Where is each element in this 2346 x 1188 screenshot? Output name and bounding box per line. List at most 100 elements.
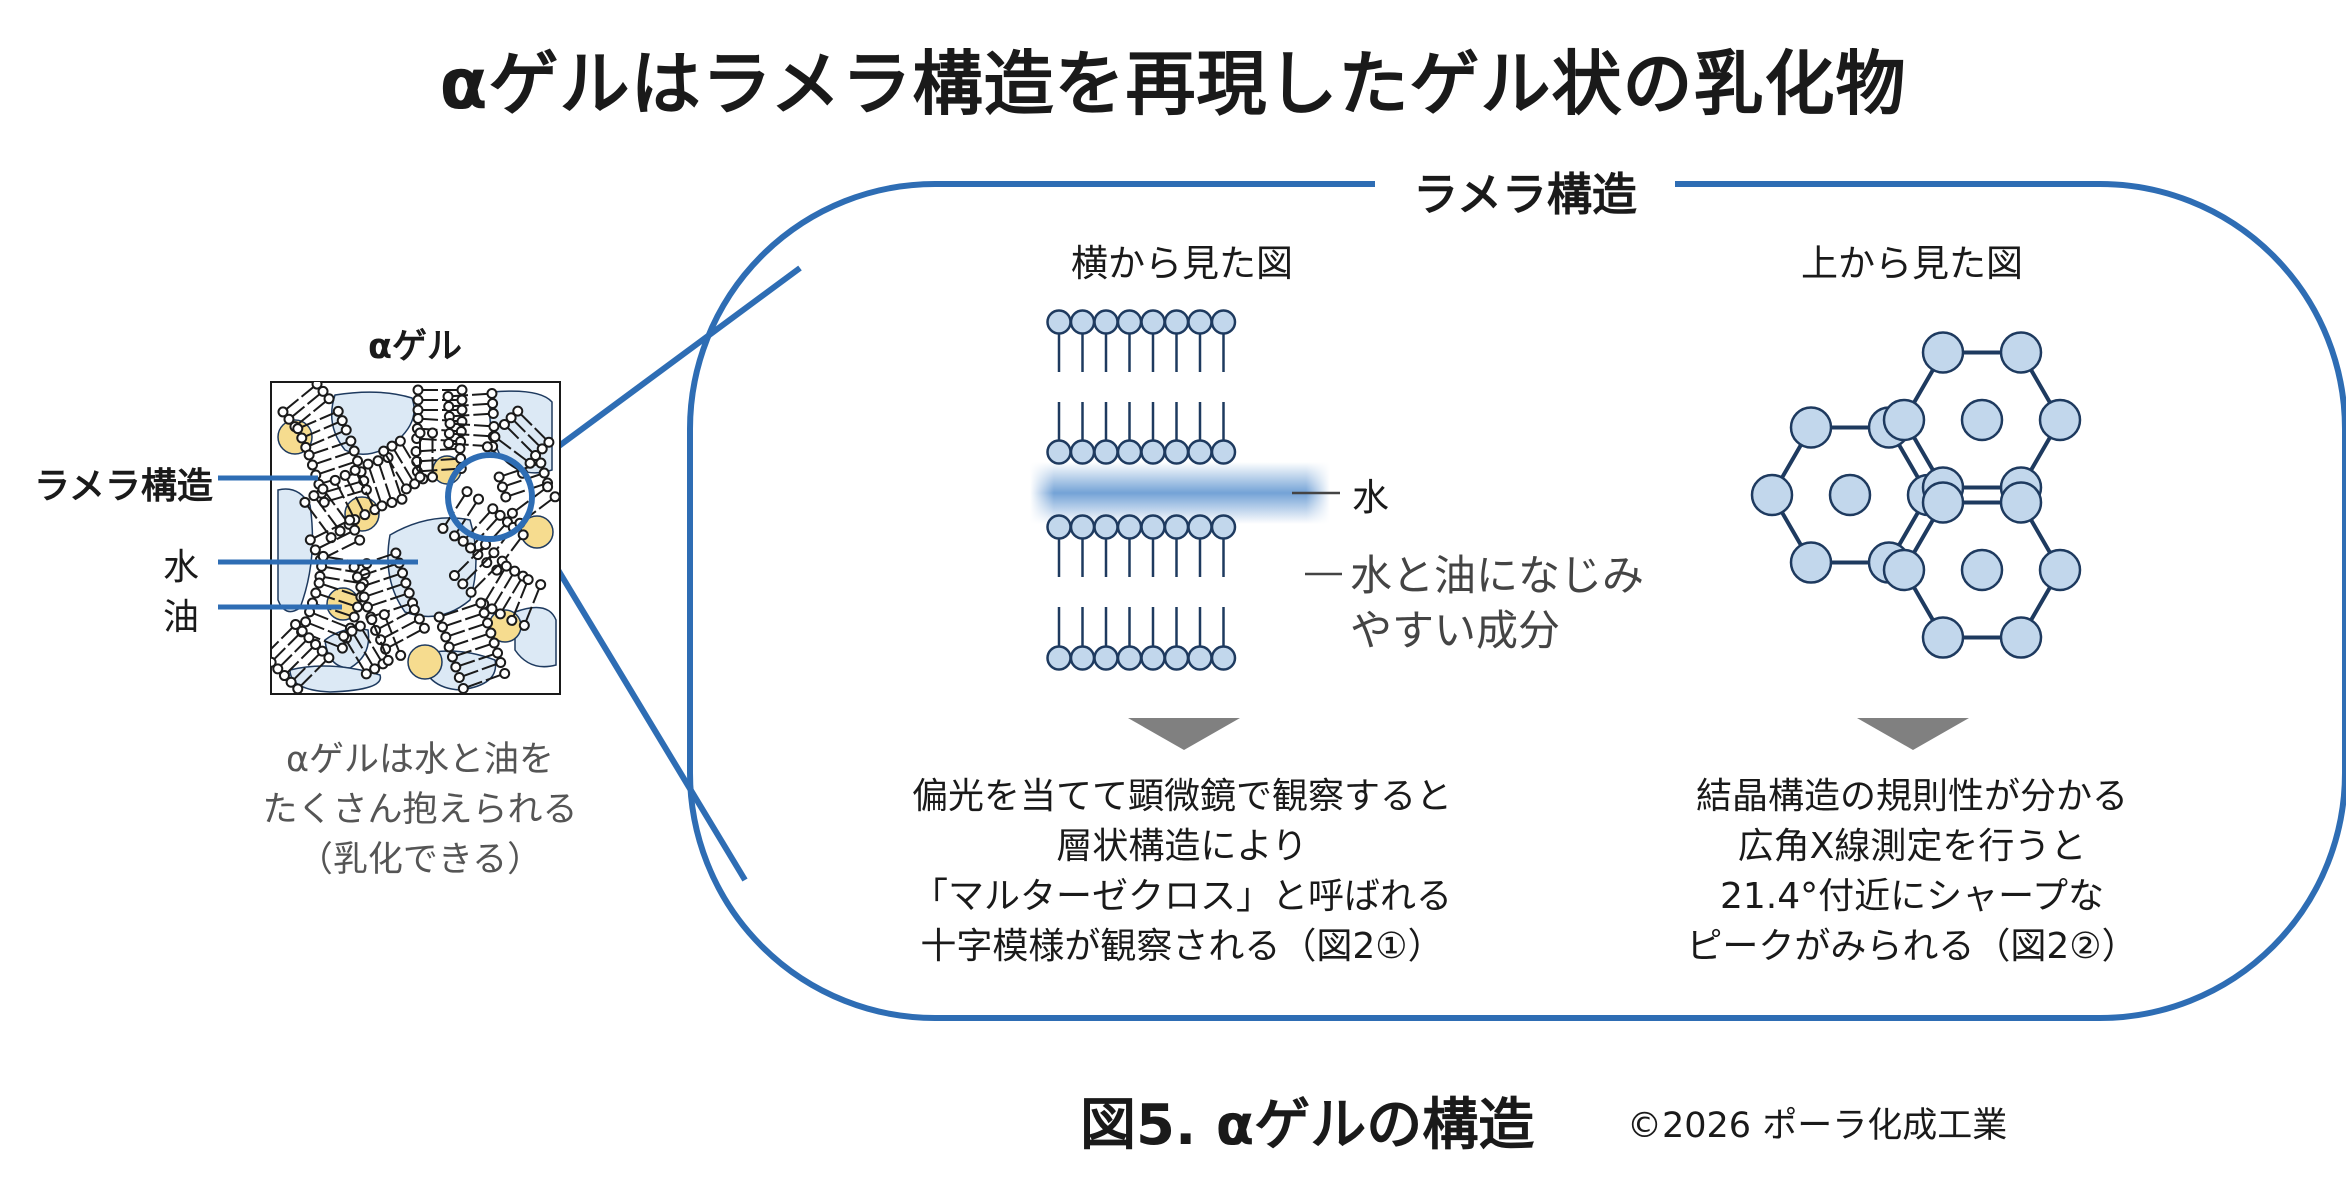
caption-line: （乳化できる） (297, 840, 543, 880)
gel-lipid-tail (461, 603, 477, 611)
gel-lipid-head (448, 530, 460, 542)
gel-lipid-tail (485, 674, 501, 682)
gel-lipid-tail (271, 640, 280, 651)
gel-lipid-head (278, 670, 290, 682)
gel-lipid-tail (403, 466, 414, 481)
gel-lipid-head (489, 431, 501, 443)
gel-lipid-head (323, 393, 335, 405)
gel-lipid-tail (515, 500, 530, 512)
gel-lipid-tail (318, 539, 334, 549)
lattice-node (1999, 616, 2043, 659)
gel-lipid-tail (497, 438, 512, 450)
gel-lipid-head (437, 522, 449, 534)
gel-lipid-head (414, 471, 426, 483)
gel-lipid-tail (493, 591, 504, 606)
water-layer-label: 水 (1352, 476, 1389, 519)
gel-lipid-tail (453, 639, 469, 647)
gel-lipid-head (306, 459, 318, 471)
lipid-head (1093, 645, 1119, 671)
gel-lipid-tail (506, 460, 520, 472)
page-title: αゲルはラメラ構造を再現したゲル状の乳化物 (439, 43, 1907, 125)
gel-lipid-tail (327, 514, 339, 528)
gel-lipid-tail (338, 599, 354, 607)
gel-lipid-head (488, 547, 500, 559)
lattice-node (1960, 548, 2004, 592)
gel-lipid-tail (291, 405, 306, 418)
gel-lipid-head (362, 458, 374, 470)
gel-lipid-tail (364, 579, 381, 587)
gel-lipid-head (271, 656, 277, 668)
gel-lipid-tail (323, 639, 339, 648)
gel-lipid-head (354, 534, 366, 546)
gel-lipid-head (329, 474, 341, 486)
gel-lipid-tail (465, 569, 478, 582)
gel-lipid-tail (440, 457, 457, 461)
gel-lipid-head (448, 570, 460, 582)
gel-lipid-tail (300, 646, 314, 660)
gel-lipid-tail (473, 412, 489, 416)
gel-lipid-head (509, 565, 521, 577)
gel-lipid-tail (393, 449, 404, 464)
side-view-description: 偏光を当てて顕微鏡で観察すると 層状構造により 「マルターゼクロス」と呼ばれる … (862, 772, 1502, 972)
gel-lipid-head (481, 557, 493, 569)
lipid-head (1187, 439, 1213, 465)
lattice-node (2038, 548, 2082, 592)
lipid-head (1116, 309, 1143, 335)
gel-lipid-tail (392, 636, 400, 652)
gel-lipid-tail (506, 479, 522, 487)
gel-lipid-head (493, 471, 505, 483)
description-line: 「マルターゼクロス」と呼ばれる (911, 876, 1452, 917)
gel-lipid-tail (336, 531, 352, 541)
lattice-node (1921, 481, 1965, 524)
gel-lipid-head (349, 524, 361, 536)
gel-lipid-tail (323, 421, 339, 430)
gel-lipid-tail (513, 450, 528, 462)
lattice-node (1921, 331, 1965, 374)
gel-lipid-head (522, 574, 534, 586)
gel-lipid-tail (371, 646, 382, 661)
figure-caption: 図5. αゲルの構造 (1080, 1093, 1535, 1158)
gel-lipid-head (465, 586, 477, 598)
gel-lipid-head (303, 449, 315, 461)
gel-lipid-head (308, 490, 320, 502)
lipid-head (1116, 514, 1143, 540)
gel-lipid-head (358, 591, 370, 603)
gel-lipid-tail (512, 601, 521, 617)
gel-lipid-head (443, 438, 455, 450)
lipid-head (1163, 645, 1190, 671)
lipid-head (1069, 309, 1096, 335)
lipid-head (1093, 514, 1119, 540)
gel-lipid-tail (520, 413, 533, 426)
gel-lipid-head (311, 382, 323, 390)
copyright: ©2026 ポーラ化成工業 (1627, 1106, 2008, 1146)
gel-lipid-head (403, 587, 415, 599)
gel-lipid-head (290, 618, 302, 630)
gel-lipid-tail (285, 398, 300, 410)
lattice-node (2038, 398, 2082, 442)
gel-lipid-tail (454, 422, 471, 426)
gel-lipid-tail (473, 434, 489, 438)
gel-lipid-tail (393, 603, 409, 611)
gel-lipid-head (494, 608, 506, 620)
gel-lipid-tail (331, 619, 347, 628)
gel-lipid-tail (455, 494, 466, 509)
down-arrow-side (1128, 718, 1240, 750)
amphiphilic-label: 水と油になじみ やすい成分 (1350, 548, 1644, 658)
gel-lipid-head (396, 493, 408, 505)
gel-lipid-head (260, 651, 269, 660)
gel-lipid-tail (294, 640, 307, 653)
lipid-head (1046, 309, 1072, 335)
gel-lipid-head (304, 534, 316, 546)
gel-lipid-head (443, 641, 455, 653)
gel-lipid-head (299, 496, 311, 508)
gel-lipid-tail (385, 454, 395, 469)
gel-lipid-tail (344, 481, 360, 488)
gel-lipid-head (427, 471, 438, 483)
lipid-head (1069, 514, 1096, 540)
gel-lipid-tail (309, 622, 325, 631)
gel-lipid-tail (401, 620, 416, 630)
gel-lipid-head (408, 604, 420, 616)
gel-lipid-tail (315, 498, 327, 513)
gel-lipid-head (272, 663, 284, 675)
gel-lipid-head (336, 642, 348, 654)
